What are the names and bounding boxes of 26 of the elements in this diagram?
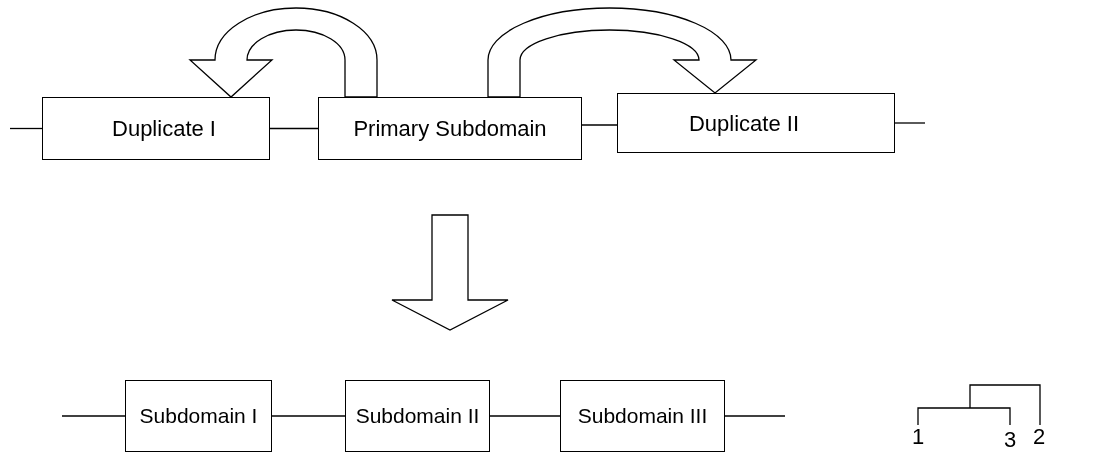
block-arrow: [391, 214, 509, 331]
box-label: Subdomain I: [139, 403, 258, 430]
connector-line: [894, 122, 926, 124]
leaf-number: 1: [912, 426, 925, 448]
domain-box: [617, 93, 895, 153]
leaf-number: 3: [1004, 429, 1017, 451]
connector-line: [9, 127, 43, 130]
connector-line: [271, 415, 346, 417]
domain-box: [125, 380, 272, 452]
domain-box: [345, 380, 490, 452]
connector-line: [61, 415, 126, 417]
connector-line: [489, 415, 561, 417]
box-label: Subdomain II: [355, 403, 480, 430]
box-label: Subdomain III: [577, 403, 708, 430]
domain-box: [42, 97, 270, 160]
domain-box: [560, 380, 725, 452]
box-label: Duplicate II: [688, 109, 800, 138]
connector-line: [724, 415, 786, 417]
leaf-number: 2: [1033, 426, 1046, 448]
box-label: Primary Subdomain: [353, 115, 547, 143]
curved-block-arrow: [189, 7, 378, 98]
box-label: Duplicate I: [112, 115, 216, 143]
connector-line: [581, 124, 618, 126]
connector-line: [269, 127, 319, 130]
curved-block-arrow: [487, 7, 757, 98]
domain-box: [318, 97, 582, 160]
